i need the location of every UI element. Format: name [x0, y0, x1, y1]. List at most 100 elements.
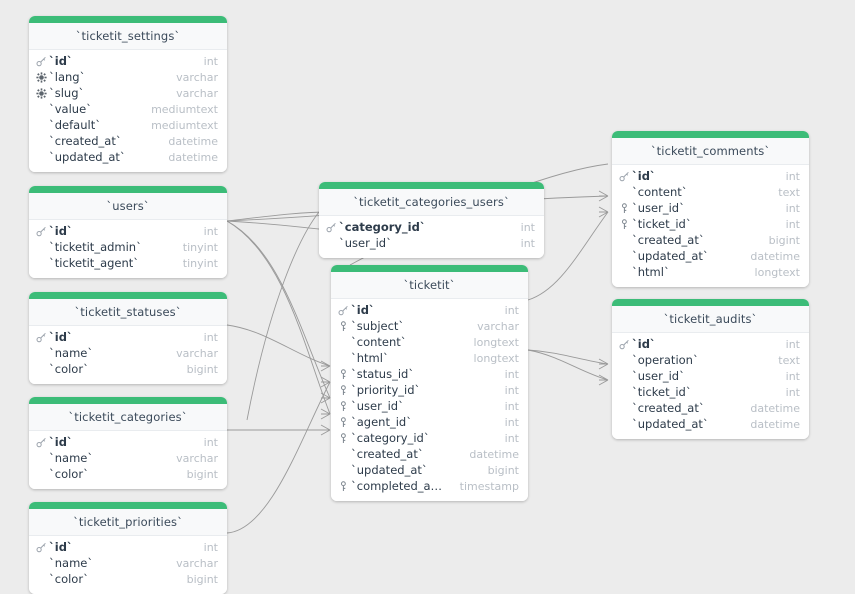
field-type: int	[504, 399, 519, 413]
table-field-row[interactable]: `slug`varchar	[29, 85, 227, 101]
table-field-row[interactable]: `subject`varchar	[331, 318, 528, 334]
table-field-row[interactable]: `id`int	[29, 434, 227, 450]
table-field-row[interactable]: `color`bigint	[29, 571, 227, 587]
no-icon	[35, 468, 48, 481]
field-type: datetime	[168, 134, 218, 148]
table-accent-bar	[612, 299, 809, 306]
fk-key-icon	[337, 320, 350, 333]
field-type: bigint	[768, 233, 800, 247]
table-field-row[interactable]: `name`varchar	[29, 345, 227, 361]
table-field-row[interactable]: `lang`varchar	[29, 69, 227, 85]
table-field-row[interactable]: `user_id`int	[319, 235, 544, 251]
table-field-row[interactable]: `color`bigint	[29, 466, 227, 482]
table-field-row[interactable]: `created_at`datetime	[331, 446, 528, 462]
table-field-row[interactable]: `id`int	[331, 302, 528, 318]
table-field-row[interactable]: `ticketit_agent`tinyint	[29, 255, 227, 271]
table-field-row[interactable]: `category_id`int	[331, 430, 528, 446]
table-field-row[interactable]: `created_at`datetime	[612, 400, 809, 416]
field-name: `category_id`	[351, 431, 430, 445]
table-title[interactable]: `ticketit_categories_users`	[319, 189, 544, 216]
fk-key-icon	[618, 202, 631, 215]
field-name: `user_id`	[632, 201, 685, 215]
table-field-row[interactable]: `value`mediumtext	[29, 101, 227, 117]
table-field-row[interactable]: `updated_at`bigint	[331, 462, 528, 478]
crows-foot-marker	[598, 190, 609, 202]
table-field-row[interactable]: `updated_at`datetime	[612, 416, 809, 432]
table-field-row[interactable]: `id`int	[29, 223, 227, 239]
field-name: `name`	[49, 556, 94, 570]
table-field-row[interactable]: `ticket_id`int	[612, 216, 809, 232]
table-card-ticketit_statuses[interactable]: `ticketit_statuses` `id`int`name`varchar`…	[29, 292, 227, 384]
table-card-ticketit_audits[interactable]: `ticketit_audits``id`int`operation`text`…	[612, 299, 809, 439]
relationship-edge	[226, 220, 331, 231]
table-field-row[interactable]: `id`int	[29, 329, 227, 345]
table-accent-bar	[29, 186, 227, 193]
table-field-row[interactable]: `id`int	[29, 53, 227, 69]
table-title[interactable]: `ticketit_statuses`	[29, 299, 227, 326]
table-title[interactable]: `ticketit_comments`	[612, 138, 809, 165]
field-type: text	[778, 185, 800, 199]
table-field-row[interactable]: `html`longtext	[612, 264, 809, 280]
table-field-row[interactable]: `created_at`datetime	[29, 133, 227, 149]
table-field-row[interactable]: `user_id`int	[612, 368, 809, 384]
table-field-row[interactable]: `operation`text	[612, 352, 809, 368]
field-name: `default`	[49, 118, 101, 132]
no-icon	[35, 241, 48, 254]
table-field-row[interactable]: `html`longtext	[331, 350, 528, 366]
field-type: int	[785, 369, 800, 383]
crows-foot-marker	[598, 374, 609, 386]
table-card-ticketit[interactable]: `ticketit``id`int`subject`varchar`conten…	[331, 265, 528, 501]
table-card-ticketit_comments[interactable]: `ticketit_comments``id`int`content`text`…	[612, 131, 809, 287]
table-field-row[interactable]: `default`mediumtext	[29, 117, 227, 133]
table-card-ticketit_settings[interactable]: `ticketit_settings``id`int`lang`varchar`…	[29, 16, 227, 172]
table-field-row[interactable]: `id`int	[29, 539, 227, 555]
key-icon	[35, 331, 48, 344]
table-title[interactable]: `ticketit_settings`	[29, 23, 227, 50]
table-title[interactable]: `ticketit`	[331, 272, 528, 299]
table-card-users[interactable]: `users` `id`int`ticketit_admin`tinyint`ti…	[29, 186, 227, 278]
table-field-row[interactable]: `name`varchar	[29, 450, 227, 466]
table-fields: `id`int`content`text`user_id`int`ticket_…	[612, 165, 809, 287]
table-card-ticketit_categories[interactable]: `ticketit_categories` `id`int`name`varcha…	[29, 397, 227, 489]
table-field-row[interactable]: `user_id`int	[331, 398, 528, 414]
table-card-ticketit_priorities[interactable]: `ticketit_priorities` `id`int`name`varcha…	[29, 502, 227, 594]
table-field-row[interactable]: `completed_a…timestamp	[331, 478, 528, 494]
table-title[interactable]: `ticketit_audits`	[612, 306, 809, 333]
table-field-row[interactable]: `color`bigint	[29, 361, 227, 377]
table-field-row[interactable]: `updated_at`datetime	[612, 248, 809, 264]
table-field-row[interactable]: `agent_id`int	[331, 414, 528, 430]
table-title[interactable]: `ticketit_categories`	[29, 404, 227, 431]
table-title[interactable]: `users`	[29, 193, 227, 220]
no-icon	[35, 452, 48, 465]
field-type: bigint	[186, 572, 218, 586]
relationship-edge	[246, 211, 320, 421]
no-icon	[35, 135, 48, 148]
table-field-row[interactable]: `updated_at`datetime	[29, 149, 227, 165]
table-field-row[interactable]: `user_id`int	[612, 200, 809, 216]
table-field-row[interactable]: `content`text	[612, 184, 809, 200]
table-accent-bar	[29, 16, 227, 23]
table-field-row[interactable]: `id`int	[612, 168, 809, 184]
table-field-row[interactable]: `category_id`int	[319, 219, 544, 235]
table-title[interactable]: `ticketit_priorities`	[29, 509, 227, 536]
table-field-row[interactable]: `status_id`int	[331, 366, 528, 382]
key-icon	[35, 436, 48, 449]
field-name: `id`	[632, 337, 656, 351]
table-field-row[interactable]: `ticket_id`int	[612, 384, 809, 400]
table-field-row[interactable]: `priority_id`int	[331, 382, 528, 398]
crows-foot-marker	[320, 392, 331, 404]
crows-foot-marker	[320, 424, 331, 436]
table-field-row[interactable]: `content`longtext	[331, 334, 528, 350]
key-icon	[618, 170, 631, 183]
table-field-row[interactable]: `ticketit_admin`tinyint	[29, 239, 227, 255]
table-field-row[interactable]: `created_at`bigint	[612, 232, 809, 248]
field-type: int	[504, 303, 519, 317]
table-card-ticketit_categories_users[interactable]: `ticketit_categories_users` `category_id`…	[319, 182, 544, 258]
field-type: int	[203, 330, 218, 344]
table-field-row[interactable]: `name`varchar	[29, 555, 227, 571]
field-name: `updated_at`	[632, 417, 709, 431]
field-type: varchar	[176, 451, 218, 465]
table-fields: `id`int`subject`varchar`content`longtext…	[331, 299, 528, 501]
table-field-row[interactable]: `id`int	[612, 336, 809, 352]
